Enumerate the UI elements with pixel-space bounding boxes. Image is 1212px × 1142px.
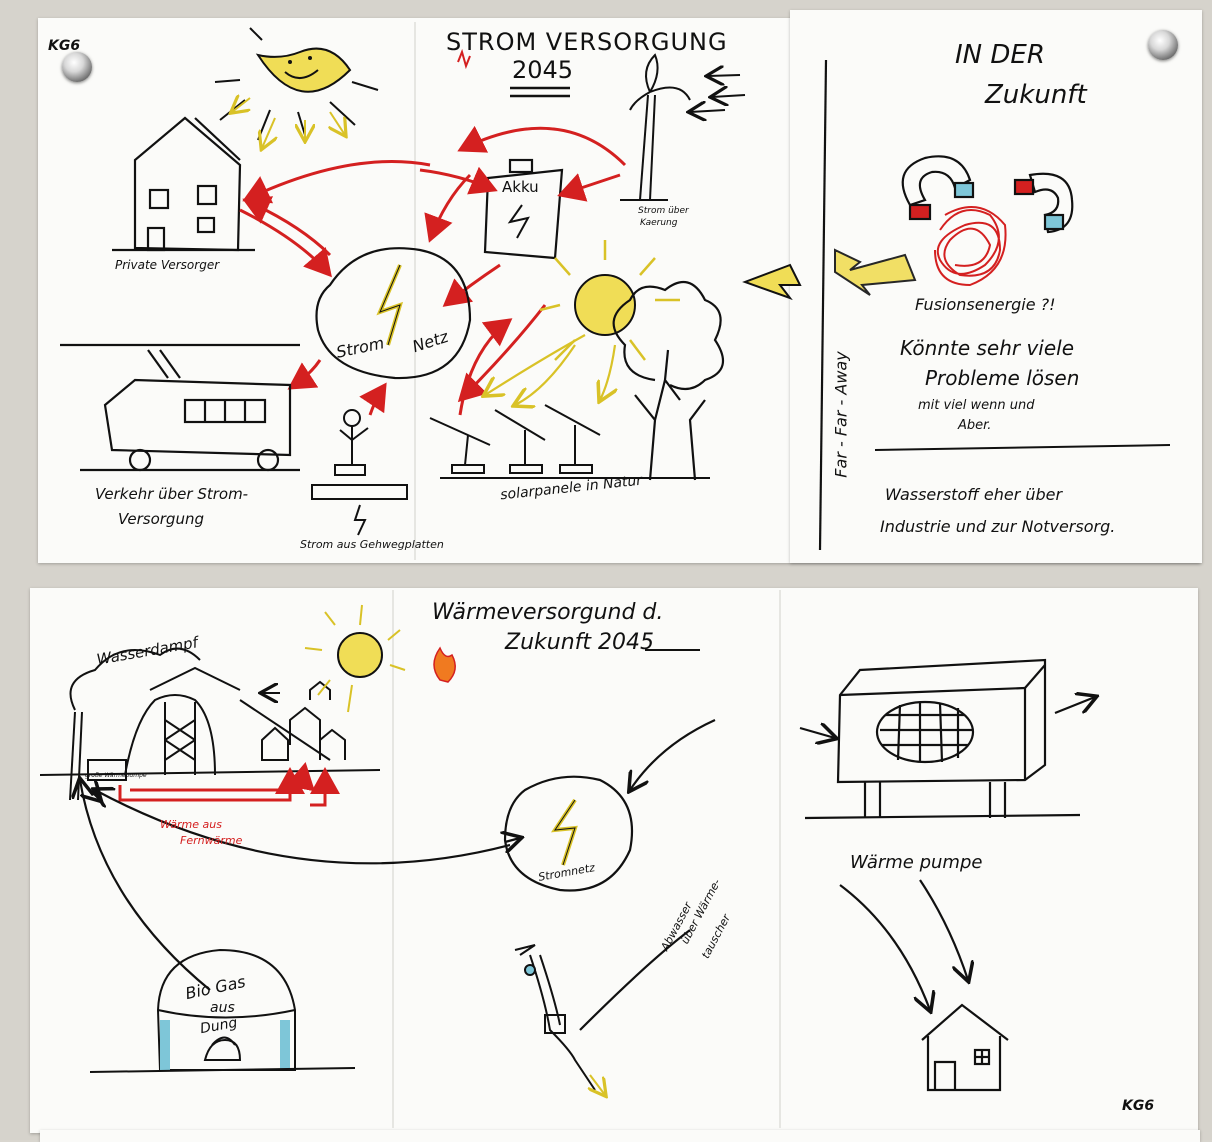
fire-icon xyxy=(433,646,456,683)
top-title: STROM VERSORGUNG xyxy=(446,28,728,56)
label-floor-plates: Strom aus Gehwegplatten xyxy=(300,538,444,551)
pushpin-top-left xyxy=(62,52,92,82)
floor-plate-person-icon xyxy=(311,409,408,536)
hydrogen-text-1: Wasserstoff eher über xyxy=(885,485,1063,504)
label-wind-1: Strom über xyxy=(638,206,689,216)
fusion-text-2: Probleme lösen xyxy=(925,366,1080,390)
bottom-title: Wärmeversorgund d. xyxy=(432,600,664,625)
top-title-year: 2045 xyxy=(512,56,574,84)
biogas-dome-icon xyxy=(89,948,356,1073)
hydrogen-text-2: Industrie und zur Notversorg. xyxy=(880,517,1116,536)
fusion-scribble xyxy=(934,206,1007,287)
tram-icon xyxy=(60,343,300,472)
label-wind-2: Kaerung xyxy=(640,218,678,228)
sun-icon xyxy=(214,27,379,148)
bottom-poster-next xyxy=(40,1130,1200,1142)
label-traffic-2: Versorgung xyxy=(118,510,204,528)
fusion-text-4: Aber. xyxy=(958,418,992,433)
bottom-initials: KG6 xyxy=(1122,1098,1155,1114)
solar-panels-icon xyxy=(429,404,710,479)
battery-icon xyxy=(483,158,564,260)
house-icon-2 xyxy=(921,1003,1009,1092)
label-heat-pump: Wärme pumpe xyxy=(850,852,983,873)
label-district-heat-1: Wärme aus xyxy=(160,818,222,831)
faucet-icon xyxy=(514,944,596,1091)
label-district-heat-2: Fernwärme xyxy=(180,834,243,847)
tree-icon xyxy=(612,280,725,481)
district-heating-pipes xyxy=(118,762,340,807)
bottom-title-2: Zukunft 2045 xyxy=(505,630,654,655)
label-traffic-1: Verkehr über Strom- xyxy=(95,485,249,503)
fusion-text-1: Könnte sehr viele xyxy=(900,336,1075,360)
future-heading: IN DER xyxy=(955,40,1045,70)
label-biogas-2: aus xyxy=(210,1000,235,1016)
label-private-supplier: Private Versorger xyxy=(115,258,220,272)
label-fusion: Fusionsenergie ?! xyxy=(915,295,1056,314)
wind-turbine-icon xyxy=(620,53,746,201)
heat-pump-icon xyxy=(804,658,1081,820)
label-large-heatpump: große Wärmepumpe xyxy=(85,772,147,779)
label-far-away: Far - Far - Away xyxy=(831,351,851,478)
power-grid-circle xyxy=(315,247,472,380)
top-initials: KG6 xyxy=(48,38,81,54)
pushpin-top-right xyxy=(1148,30,1178,60)
house-icon xyxy=(112,116,255,252)
bottom-poster xyxy=(30,588,1198,1133)
future-heading-2: Zukunft xyxy=(985,80,1087,110)
fusion-text-3: mit viel wenn und xyxy=(918,398,1035,413)
sun-icon-2 xyxy=(485,240,680,405)
sun-icon-3 xyxy=(304,604,406,713)
magnet-icon xyxy=(901,155,1074,234)
label-battery: Akku xyxy=(502,178,539,196)
